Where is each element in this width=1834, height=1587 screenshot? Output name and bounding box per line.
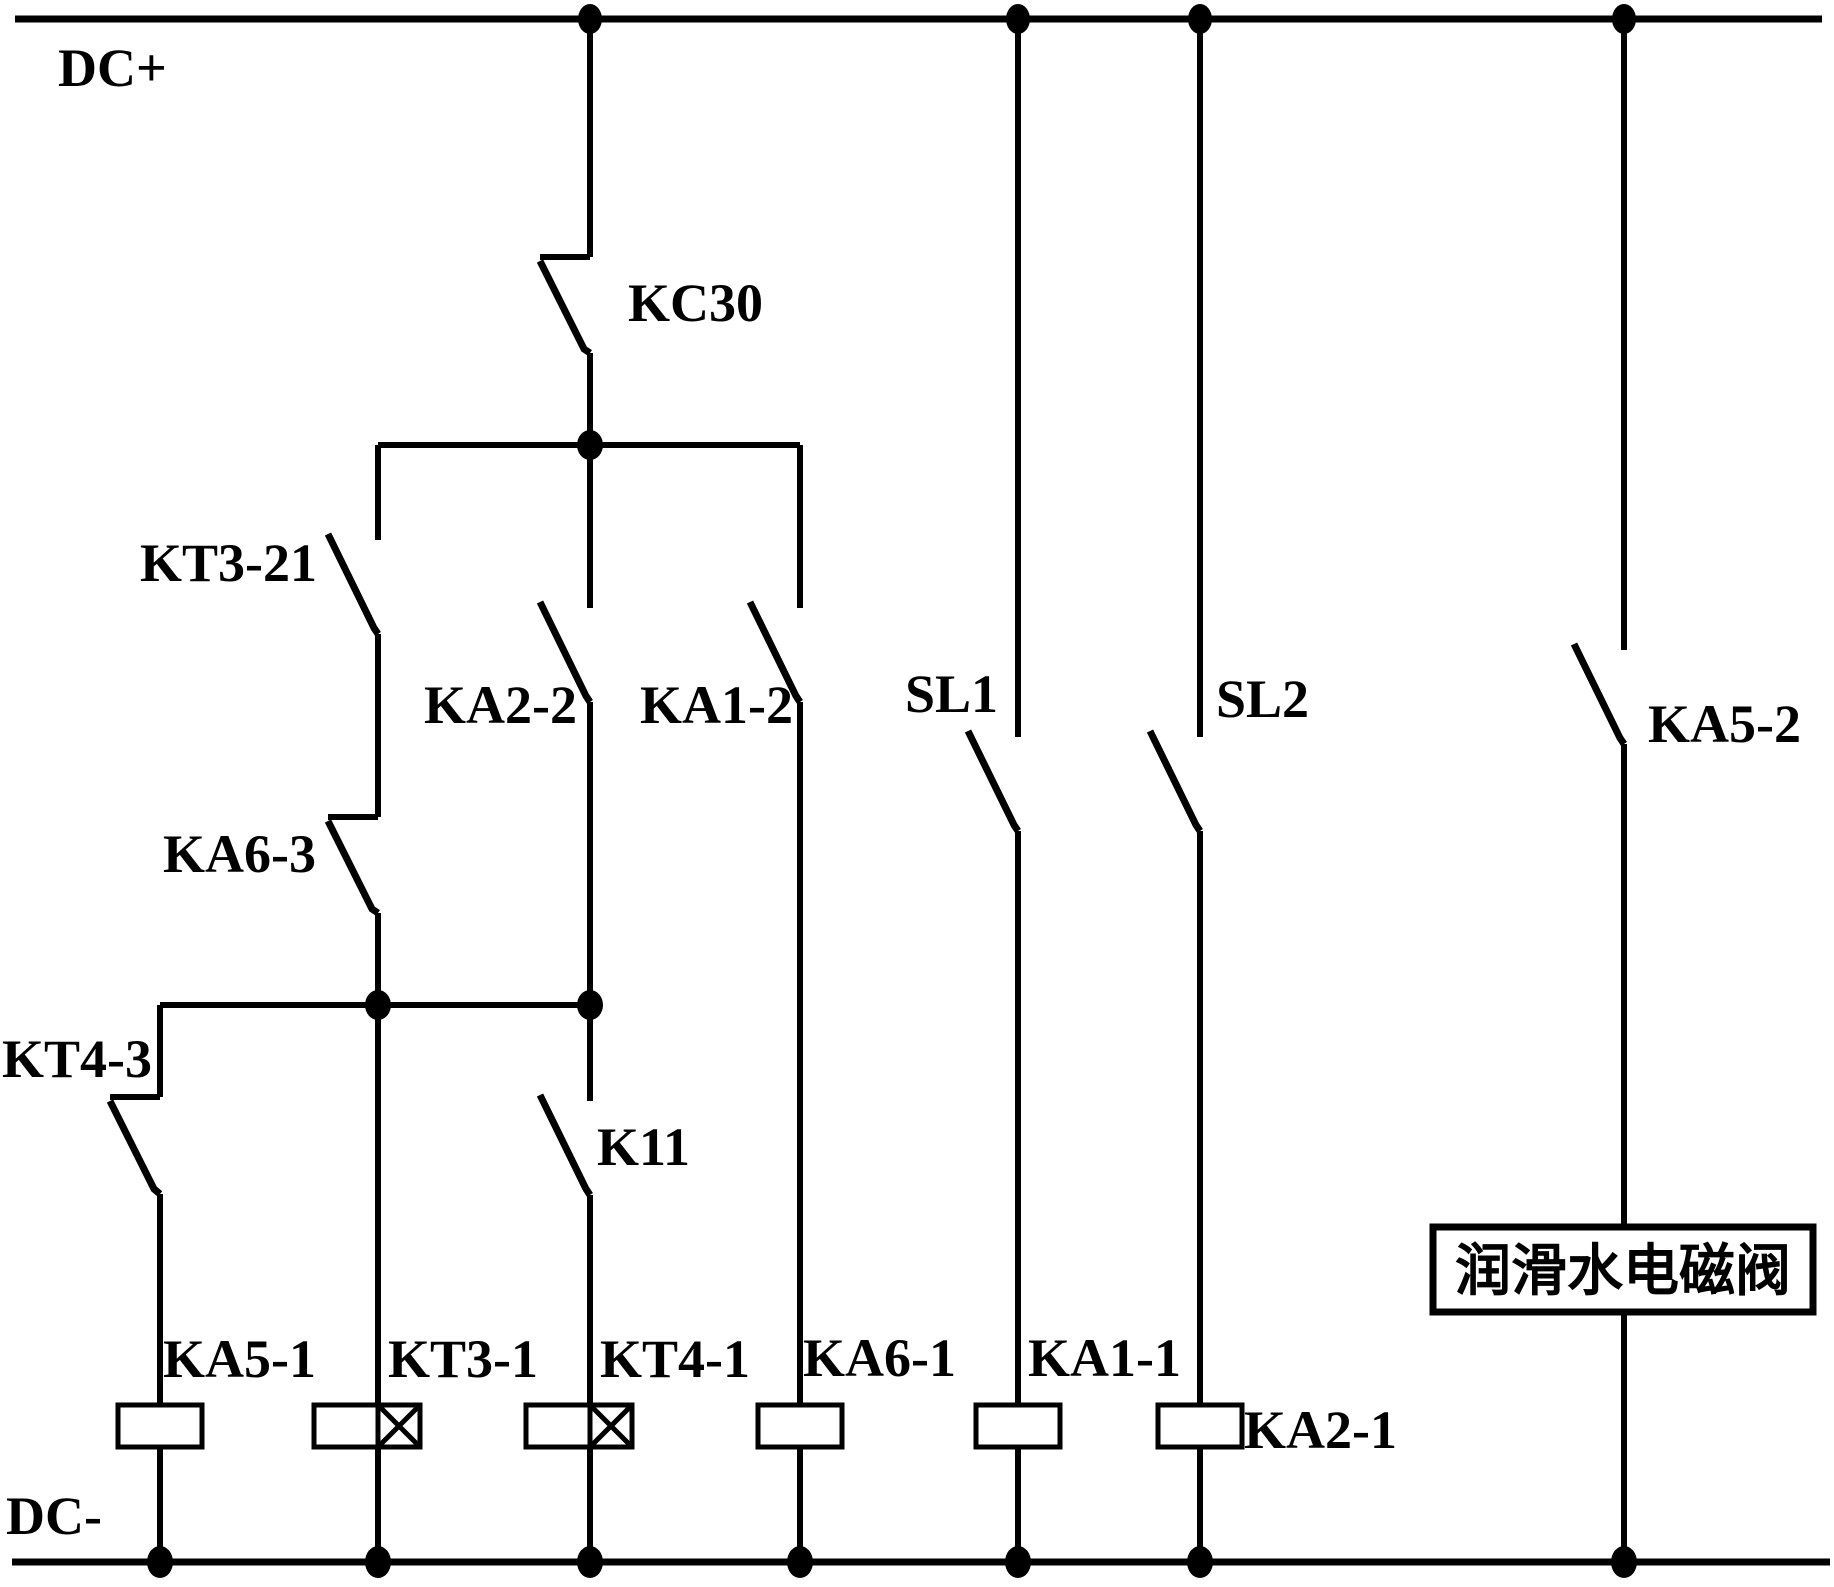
no-contact-blade <box>746 600 803 704</box>
junction-dot <box>1187 1546 1213 1578</box>
junction-dot <box>577 990 603 1020</box>
nc-contact-blade <box>324 819 380 916</box>
load-box-outline <box>1429 1223 1817 1316</box>
coil-label-ka5-1: KA5-1 <box>163 1329 316 1389</box>
contact-sl2-no: SL2 <box>1146 669 1309 833</box>
junction-dot <box>1006 4 1030 34</box>
contact-ka2-2-no: KA2-2 <box>424 600 593 735</box>
no-contact-blade <box>536 1093 593 1197</box>
contact-label-sl1: SL1 <box>905 664 998 724</box>
coil-label-kt4-1: KT4-1 <box>600 1329 750 1389</box>
branch-kc30: KC30 KA2-2 K11 KT4-1 <box>424 19 763 1562</box>
coil-label-ka6-1: KA6-1 <box>803 1328 956 1388</box>
relay-coil-body <box>1155 1402 1245 1450</box>
contact-sl1-no: SL1 <box>905 664 1021 833</box>
junction-dot <box>1005 1546 1031 1578</box>
coil-ka2-1: KA2-1 <box>1155 1400 1397 1460</box>
junction-dot <box>577 430 603 460</box>
contact-k11-no: K11 <box>536 1093 690 1197</box>
branch-ka5-2: KA5-2 润滑水电磁阀 <box>1429 19 1817 1562</box>
junction-dot <box>1612 4 1636 34</box>
junction-dot <box>577 1546 603 1578</box>
contact-label-kt4-3: KT4-3 <box>2 1029 152 1089</box>
contact-label-kt3-21: KT3-21 <box>140 533 317 593</box>
no-contact-blade <box>1146 729 1203 833</box>
coil-ka1-1: KA1-1 <box>973 1328 1181 1450</box>
solenoid-valve-box: 润滑水电磁阀 <box>1429 1223 1817 1316</box>
branch-ka1-2: KA1-2 KA6-1 <box>640 445 956 1562</box>
load-label: 润滑水电磁阀 <box>1455 1241 1791 1303</box>
contact-label-ka6-3: KA6-3 <box>163 824 316 884</box>
relay-coil-body <box>115 1402 205 1450</box>
coil-ka6-1: KA6-1 <box>755 1328 956 1450</box>
coil-label-kt3-1: KT3-1 <box>388 1329 538 1389</box>
junction-dot <box>787 1546 813 1578</box>
contact-ka1-2-no: KA1-2 <box>640 600 803 735</box>
contact-label-ka2-2: KA2-2 <box>424 675 577 735</box>
nc-contact-blade <box>536 259 592 356</box>
junction-dot <box>1611 1546 1637 1578</box>
junction-dot <box>147 1546 173 1578</box>
coil-label-ka2-1: KA2-1 <box>1244 1400 1397 1460</box>
no-contact-blade <box>964 729 1021 833</box>
coil-x-mark <box>376 1403 422 1449</box>
relay-coil-body <box>755 1402 845 1450</box>
junction-dot <box>578 4 602 34</box>
junction-dot <box>365 990 391 1020</box>
relay-coil-body <box>973 1402 1063 1450</box>
contact-label-sl2: SL2 <box>1216 669 1309 729</box>
coil-ka5-1: KA5-1 <box>115 1329 316 1450</box>
contact-ka6-3-nc: KA6-3 <box>163 814 380 916</box>
contact-kt3-21-no: KT3-21 <box>140 532 381 636</box>
branch-sl2: SL2 KA2-1 <box>1146 19 1397 1562</box>
no-contact-blade <box>324 532 381 636</box>
time-relay-coil-body <box>311 1402 423 1450</box>
nc-contact-blade <box>106 1099 163 1197</box>
coil-label-ka1-1: KA1-1 <box>1028 1328 1181 1388</box>
coil-kt4-1: KT4-1 <box>523 1329 750 1450</box>
contact-kt4-3-nc: KT4-3 <box>2 1029 163 1197</box>
coil-kt3-1: KT3-1 <box>311 1329 538 1450</box>
branch-kt4-3: KT4-3 KA5-1 <box>2 1005 316 1562</box>
junction-dot <box>365 1546 391 1578</box>
contact-label-ka1-2: KA1-2 <box>640 675 793 735</box>
coil-x-mark <box>588 1403 634 1449</box>
branch-kt3-21: KT3-21 KA6-3 KT3-1 <box>140 445 538 1562</box>
contact-label-ka5-2: KA5-2 <box>1648 694 1801 754</box>
contact-label-k11: K11 <box>597 1117 690 1177</box>
contact-label-kc30: KC30 <box>628 273 763 333</box>
contact-kc30-nc: KC30 <box>536 254 763 356</box>
dc-negative-label: DC- <box>6 1486 102 1546</box>
no-contact-blade <box>1570 642 1627 746</box>
junction-dots <box>147 4 1637 1578</box>
dc-positive-label: DC+ <box>58 38 167 98</box>
junction-dot <box>1188 4 1212 34</box>
branch-sl1: SL1 KA1-1 <box>905 19 1181 1562</box>
time-relay-coil-body <box>523 1402 635 1450</box>
contact-ka5-2-no: KA5-2 <box>1570 642 1801 754</box>
no-contact-blade <box>536 600 593 704</box>
power-rails: DC+ DC- <box>6 15 1830 1566</box>
